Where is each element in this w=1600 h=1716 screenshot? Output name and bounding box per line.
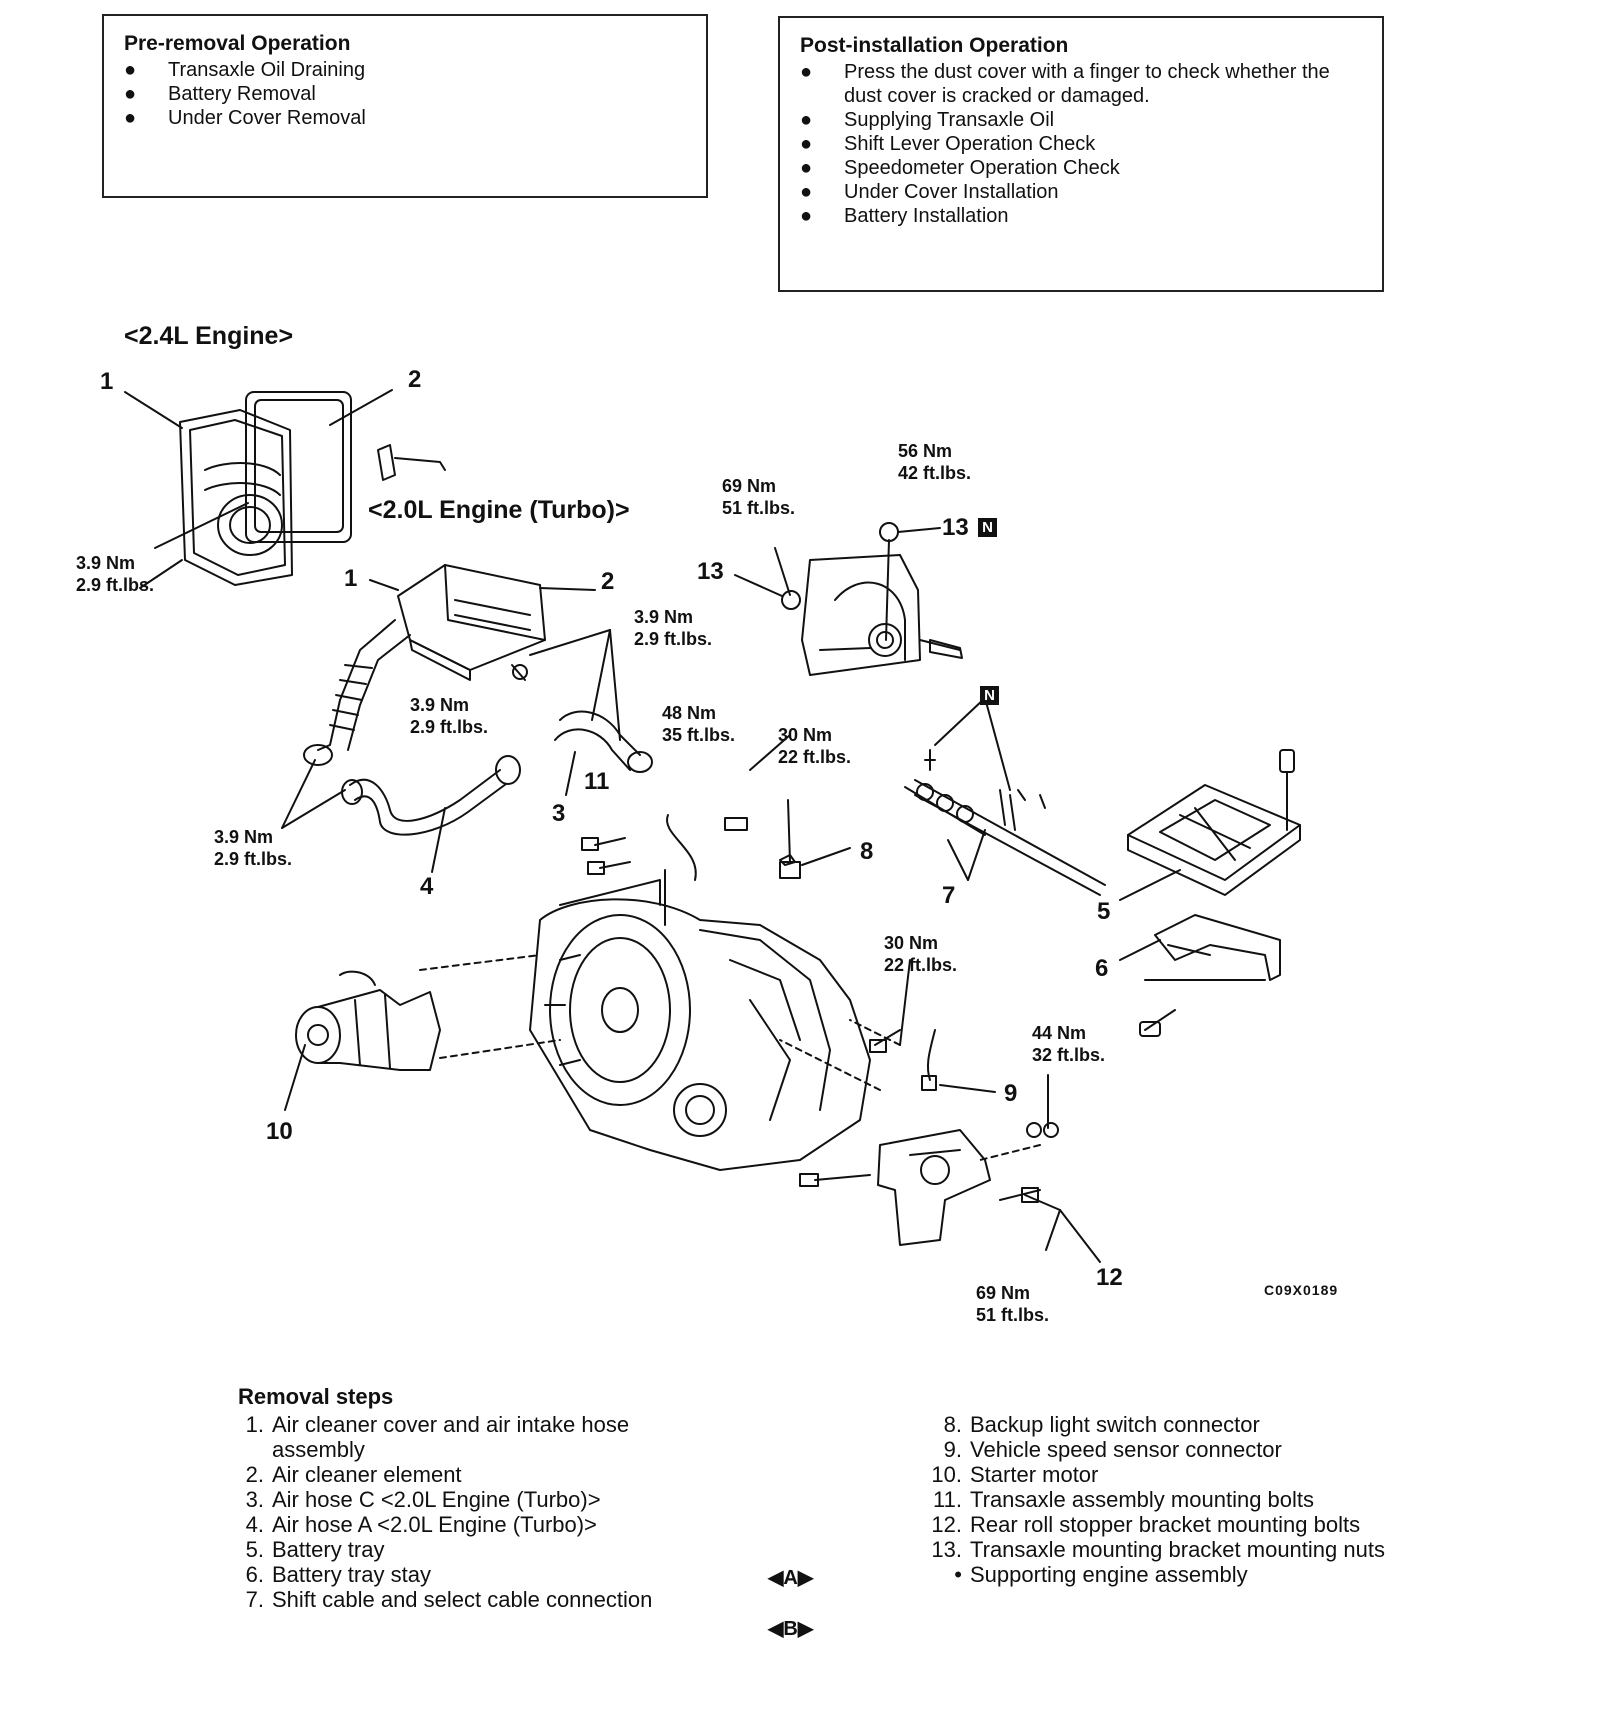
list-item: 5.Battery tray (245, 1537, 385, 1562)
removal-steps-left: 1.Air cleaner cover and air intake hose … (226, 1412, 706, 1612)
list-item: 8.Backup light switch connector (943, 1412, 1260, 1437)
removal-steps-right: 8.Backup light switch connector 9.Vehicl… (924, 1412, 1400, 1587)
list-item: ●Supplying Transaxle Oil (800, 109, 1055, 131)
figure-code: C09X0189 (1264, 1282, 1339, 1298)
list-item: ●Press the dust cover with a finger to c… (800, 61, 1330, 107)
pre-removal-box: Pre-removal Operation ●Transaxle Oil Dra… (102, 14, 708, 198)
bullet-icon: ● (124, 59, 137, 81)
pre-removal-title: Pre-removal Operation (124, 32, 351, 55)
list-item: •Supporting engine assembly (954, 1562, 1248, 1587)
bullet-icon: ● (800, 157, 813, 179)
engine-label-20t: <2.0L Engine (Turbo)> (368, 496, 630, 524)
list-item: 2.Air cleaner element (245, 1462, 462, 1487)
part-number: 2 (408, 366, 422, 393)
part-number: 9 (1004, 1080, 1018, 1107)
air-cleaner-24-drawing (139, 391, 446, 589)
list-item: 10.Starter motor (931, 1462, 1099, 1487)
transaxle-mount-drawing (781, 522, 963, 676)
bullet-icon: ● (800, 109, 813, 131)
shift-cable-drawing (904, 749, 1106, 896)
part-number: 3 (552, 800, 566, 827)
roll-stopper-drawing (799, 1122, 1061, 1246)
pre-removal-list: ●Transaxle Oil Draining ●Battery Removal… (124, 58, 686, 130)
battery-tray-stay-drawing (1139, 914, 1281, 1037)
part-number: 13 (697, 558, 724, 585)
starter-motor-drawing (295, 970, 441, 1071)
removal-steps-title: Removal steps (238, 1384, 394, 1409)
part-number: 7 (942, 882, 956, 909)
list-item: 13.Transaxle mounting bracket mounting n… (931, 1537, 1385, 1562)
list-item: ●Battery Removal (124, 83, 316, 105)
list-item: 9.Vehicle speed sensor connector (943, 1437, 1282, 1462)
list-item: ●Speedometer Operation Check (800, 157, 1120, 179)
list-item: ●Transaxle Oil Draining (124, 59, 366, 81)
part-number: 8 (860, 838, 874, 865)
marker-b: ◀B▶ (768, 1618, 814, 1640)
post-installation-title: Post-installation Operation (800, 34, 1069, 57)
list-item: ●Battery Installation (800, 205, 1009, 227)
list-item: 12.Rear roll stopper bracket mounting bo… (931, 1512, 1361, 1537)
battery-tray-drawing (1127, 749, 1301, 896)
bullet-icon: ● (800, 181, 813, 203)
part-number: 10 (266, 1118, 293, 1145)
n-badge-icon: N (978, 518, 997, 537)
list-item: 6.Battery tray stay (245, 1562, 431, 1587)
part-number: 11 (584, 768, 610, 795)
marker-a: ◀A▶ (768, 1567, 814, 1589)
engine-label-24: <2.4L Engine> (124, 322, 294, 350)
list-item: 1.Air cleaner cover and air intake hose … (245, 1412, 630, 1462)
list-item: ●Shift Lever Operation Check (800, 133, 1096, 155)
part-number: 12 (1096, 1264, 1123, 1291)
part-number: 1 (100, 368, 114, 395)
bullet-icon: ● (124, 107, 137, 129)
transaxle-drawing (529, 898, 871, 1171)
list-item: 7.Shift cable and select cable connectio… (245, 1587, 653, 1612)
part-number: 2 (601, 568, 615, 595)
post-installation-box: Post-installation Operation ●Press the d… (778, 16, 1384, 292)
list-item: 3.Air hose C <2.0L Engine (Turbo)> (245, 1487, 601, 1512)
bullet-icon: ● (124, 83, 137, 105)
list-item: ●Under Cover Removal (124, 107, 366, 129)
list-item: ●Under Cover Installation (800, 181, 1059, 203)
exploded-diagram (124, 389, 1301, 1263)
list-item: 4.Air hose A <2.0L Engine (Turbo)> (245, 1512, 597, 1537)
post-installation-list: ●Press the dust cover with a finger to c… (800, 60, 1362, 228)
bullet-icon: ● (800, 61, 813, 83)
part-number: 6 (1095, 955, 1109, 982)
part-number: 1 (344, 565, 358, 592)
n-badge-icon: N (980, 686, 999, 705)
part-number: 13 (942, 514, 969, 541)
list-item: 11.Transaxle assembly mounting bolts (933, 1487, 1315, 1512)
bullet-icon: ● (800, 205, 813, 227)
air-cleaner-20t-drawing (303, 564, 546, 766)
bullet-icon: ● (800, 133, 813, 155)
part-number: 4 (420, 873, 434, 900)
part-number: 5 (1097, 898, 1111, 925)
